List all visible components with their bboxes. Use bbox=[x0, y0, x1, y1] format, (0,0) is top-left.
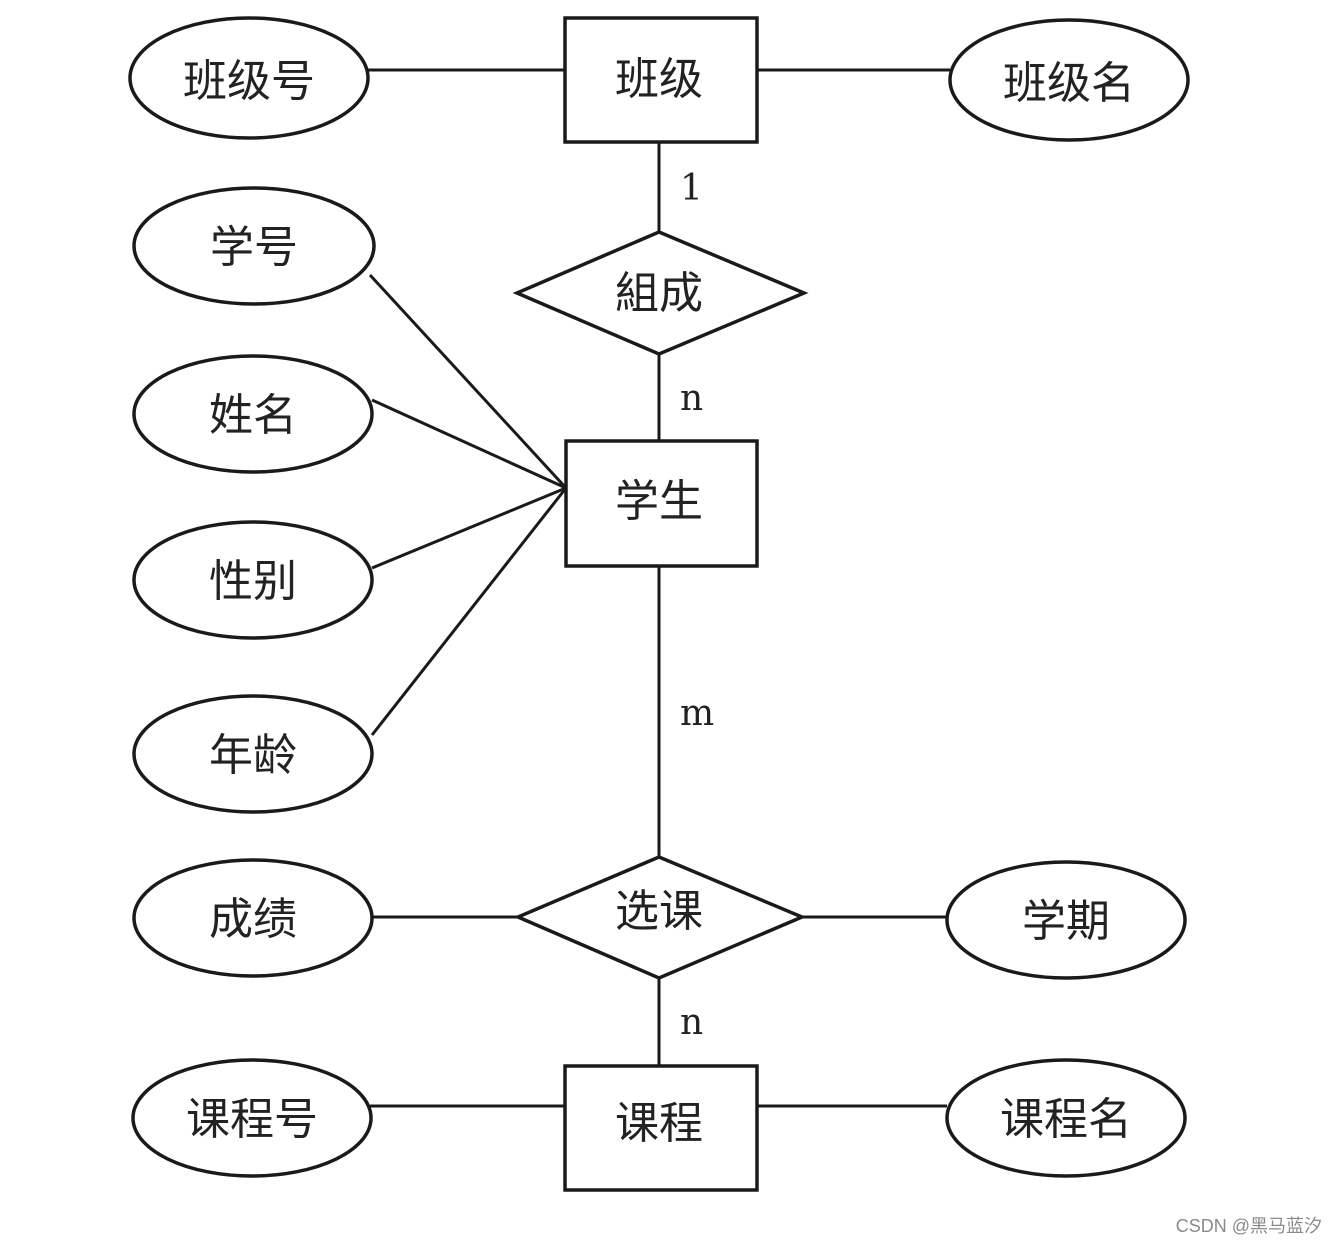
relationship-select-course: 选课 bbox=[513, 855, 807, 980]
attribute-term-ellipse bbox=[945, 860, 1187, 980]
cardinality-student-select: m bbox=[680, 693, 714, 734]
entity-course-box bbox=[563, 1064, 759, 1192]
attribute-student-name-ellipse bbox=[132, 354, 374, 474]
attribute-gender-ellipse bbox=[132, 520, 374, 640]
connector-lines bbox=[368, 68, 950, 1108]
edge-studentno-student bbox=[368, 273, 568, 490]
entity-student-label: 学生 bbox=[615, 476, 703, 527]
attribute-student-name: 姓名 bbox=[132, 354, 374, 474]
relationship-compose-label: 組成 bbox=[615, 268, 703, 319]
attribute-student-no-label: 学号 bbox=[210, 222, 298, 273]
entity-student: 学生 bbox=[564, 439, 759, 568]
cardinality-class-compose: 1 bbox=[680, 168, 703, 209]
cardinality-select-course: n bbox=[680, 1002, 703, 1043]
entity-course: 课程 bbox=[563, 1064, 759, 1192]
attribute-score-label: 成绩 bbox=[209, 894, 297, 945]
watermark-text: CSDN @黑马蓝汐 bbox=[1176, 1216, 1322, 1236]
attribute-class-name: 班级名 bbox=[948, 18, 1190, 142]
entity-class-label: 班级 bbox=[615, 54, 703, 105]
edge-gender-student bbox=[371, 486, 567, 570]
attribute-course-name-ellipse bbox=[945, 1058, 1187, 1178]
attribute-gender: 性别 bbox=[132, 520, 374, 640]
entity-class: 班级 bbox=[563, 16, 759, 144]
attribute-term-label: 学期 bbox=[1022, 896, 1110, 947]
relationship-select-diamond bbox=[513, 855, 807, 980]
cardinality-compose-student: n bbox=[680, 378, 703, 419]
edge-age-student bbox=[370, 487, 568, 736]
attribute-gender-label: 性别 bbox=[209, 556, 297, 607]
attribute-class-no-label: 班级号 bbox=[183, 56, 315, 107]
attribute-score: 成绩 bbox=[132, 858, 374, 978]
attribute-course-name: 课程名 bbox=[945, 1058, 1187, 1178]
attribute-course-no-ellipse bbox=[131, 1058, 373, 1178]
relationship-compose: 組成 bbox=[512, 230, 809, 356]
attribute-course-no: 课程号 bbox=[131, 1058, 373, 1178]
attribute-term: 学期 bbox=[945, 860, 1187, 980]
attribute-student-no-ellipse bbox=[132, 186, 376, 306]
attribute-class-no: 班级号 bbox=[128, 16, 370, 140]
attribute-class-no-ellipse bbox=[128, 16, 370, 140]
attribute-age: 年龄 bbox=[132, 694, 374, 814]
edge-name-student bbox=[371, 398, 567, 490]
attribute-score-ellipse bbox=[132, 858, 374, 978]
relationship-compose-diamond bbox=[512, 230, 809, 356]
entity-student-box bbox=[564, 439, 759, 568]
attribute-age-label: 年龄 bbox=[209, 730, 297, 781]
attribute-student-no: 学号 bbox=[132, 186, 376, 306]
attribute-class-name-ellipse bbox=[948, 18, 1190, 142]
entity-class-box bbox=[563, 16, 759, 144]
attribute-class-name-label: 班级名 bbox=[1003, 58, 1135, 109]
attribute-age-ellipse bbox=[132, 694, 374, 814]
entity-course-label: 课程 bbox=[615, 1098, 703, 1149]
relationship-select-label: 选课 bbox=[615, 886, 703, 937]
attribute-course-no-label: 课程号 bbox=[186, 1094, 318, 1145]
attribute-student-name-label: 姓名 bbox=[209, 390, 297, 441]
attribute-course-name-label: 课程名 bbox=[1000, 1094, 1132, 1145]
